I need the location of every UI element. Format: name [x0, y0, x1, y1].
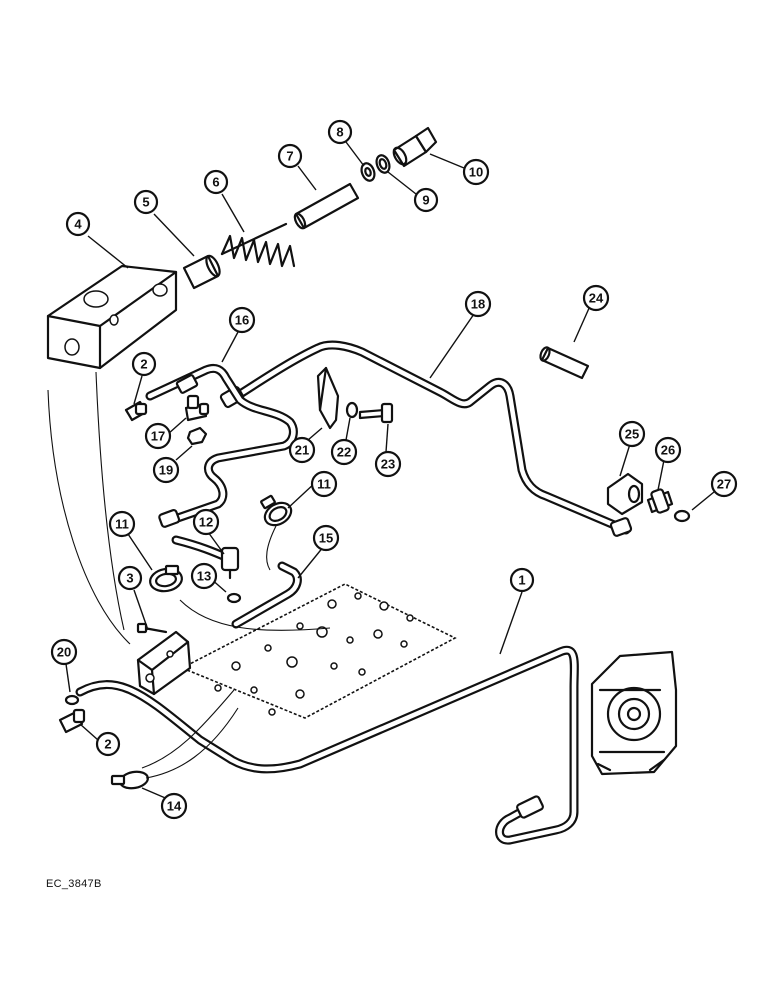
- svg-text:22: 22: [337, 445, 351, 460]
- svg-text:4: 4: [74, 217, 82, 232]
- bracket-21: [316, 366, 340, 430]
- callout-27: 27: [710, 470, 738, 498]
- hose-12: [171, 535, 240, 580]
- elbow-fitting-25: [606, 472, 644, 516]
- svg-text:12: 12: [199, 515, 213, 530]
- svg-text:24: 24: [589, 291, 604, 306]
- fitting-10: [392, 126, 438, 168]
- tube-1: [75, 645, 579, 845]
- svg-text:16: 16: [235, 313, 249, 328]
- spool: [293, 182, 360, 230]
- callout-5: 5: [133, 189, 159, 215]
- svg-text:25: 25: [625, 427, 639, 442]
- callout-1: 1: [509, 567, 535, 593]
- tee-fitting-17: [184, 394, 210, 422]
- callout-25: 25: [618, 420, 646, 448]
- callout-26: 26: [654, 436, 682, 464]
- callout-22: 22: [330, 438, 358, 466]
- nut-19: [186, 426, 208, 446]
- svg-text:27: 27: [717, 477, 731, 492]
- elbow-fitting-lower: [58, 708, 86, 734]
- gasket-holes: [214, 592, 414, 716]
- washer-8: [360, 162, 376, 182]
- svg-text:2: 2: [104, 737, 111, 752]
- svg-text:14: 14: [167, 799, 182, 814]
- gasket-plate: [180, 583, 457, 719]
- o-ring-13: [226, 592, 242, 604]
- callout-11-upper: 11: [310, 470, 338, 498]
- clamp-upper: [260, 494, 293, 527]
- leader-lines: [65, 141, 715, 801]
- callout-20: 20: [50, 638, 78, 666]
- svg-text:15: 15: [319, 531, 333, 546]
- callout-6: 6: [203, 169, 229, 195]
- callout-11-lower: 11: [108, 510, 136, 538]
- o-ring-9: [375, 154, 391, 174]
- tube-16: [145, 363, 298, 528]
- svg-text:7: 7: [286, 149, 293, 164]
- tube-15: [231, 561, 302, 629]
- svg-text:3: 3: [126, 571, 133, 586]
- callout-9: 9: [413, 187, 439, 213]
- callout-19: 19: [152, 456, 180, 484]
- svg-text:21: 21: [295, 443, 309, 458]
- callout-15: 15: [312, 524, 340, 552]
- svg-text:1: 1: [518, 573, 525, 588]
- screw-3: [136, 622, 168, 634]
- callout-7: 7: [277, 143, 303, 169]
- small-valve-block: [136, 630, 192, 696]
- svg-text:5: 5: [142, 195, 149, 210]
- svg-text:11: 11: [317, 477, 331, 492]
- svg-text:19: 19: [159, 463, 173, 478]
- o-ring-27: [673, 509, 691, 523]
- svg-text:17: 17: [151, 429, 165, 444]
- elbow-fitting-upper: [124, 400, 148, 422]
- svg-text:10: 10: [469, 165, 483, 180]
- svg-text:11: 11: [115, 517, 129, 532]
- plug: [182, 254, 221, 290]
- svg-text:9: 9: [422, 193, 429, 208]
- callout-16: 16: [228, 306, 256, 334]
- callout-14: 14: [160, 792, 188, 820]
- callout-12: 12: [192, 508, 220, 536]
- svg-text:26: 26: [661, 443, 675, 458]
- callout-3: 3: [117, 565, 143, 591]
- callout-10: 10: [462, 158, 490, 186]
- callout-4: 4: [65, 211, 91, 237]
- clamp-14: [110, 770, 149, 790]
- svg-text:6: 6: [212, 175, 219, 190]
- washer-22: [345, 401, 359, 419]
- seal-20: [64, 694, 80, 706]
- clamp-lower: [149, 564, 183, 593]
- callout-17: 17: [144, 422, 172, 450]
- pin-24: [539, 346, 590, 380]
- assembly-guide-lines: [47, 371, 331, 779]
- callout-2-upper: 2: [131, 351, 157, 377]
- adapter-26: [646, 488, 674, 514]
- spring: [220, 222, 296, 268]
- svg-text:18: 18: [471, 297, 485, 312]
- callout-8: 8: [327, 119, 353, 145]
- figure-reference-code: EC_3847B: [46, 878, 102, 890]
- svg-text:2: 2: [140, 357, 147, 372]
- bolt-23: [358, 402, 394, 424]
- callout-13: 13: [190, 562, 218, 590]
- svg-text:20: 20: [57, 645, 71, 660]
- callout-21: 21: [288, 436, 316, 464]
- valve-block: [46, 264, 178, 370]
- callout-24: 24: [582, 284, 610, 312]
- callout-23: 23: [374, 450, 402, 478]
- svg-text:23: 23: [381, 457, 395, 472]
- svg-text:13: 13: [197, 569, 211, 584]
- pump-housing: [590, 650, 678, 776]
- callout-18: 18: [464, 290, 492, 318]
- callout-2-lower: 2: [95, 731, 121, 757]
- svg-text:8: 8: [336, 125, 343, 140]
